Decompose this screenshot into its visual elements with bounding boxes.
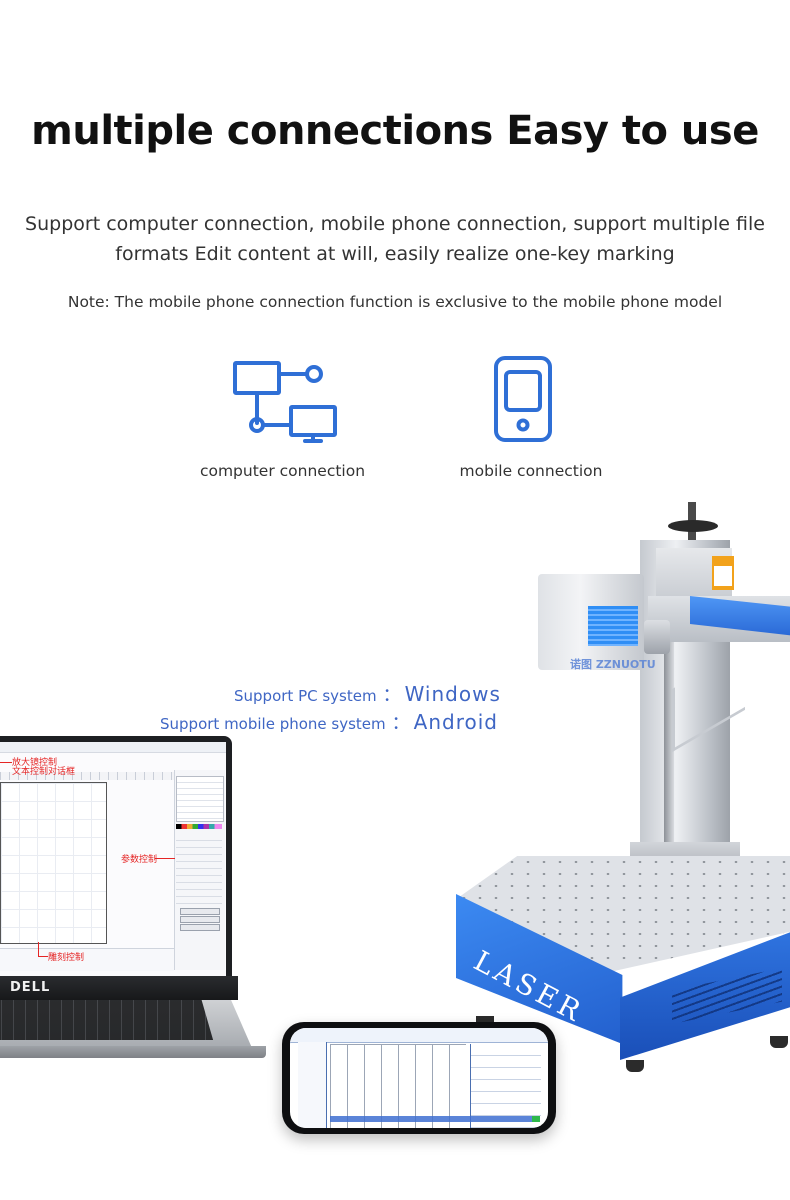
callout-pointer <box>38 942 39 956</box>
callout-parameters: 参数控制 <box>121 855 158 865</box>
field-lens <box>644 620 670 654</box>
mobile-connection-icon <box>494 356 552 442</box>
mobile-system-label: Support mobile phone system <box>160 715 386 733</box>
laptop-keyboard <box>0 1000 214 1040</box>
callout-engrave: 雕刻控制 <box>48 953 85 963</box>
note-text: Note: The mobile phone connection functi… <box>67 293 723 311</box>
brand-watermark: 诺图 ZZNUOTU <box>570 658 656 671</box>
software-layer-table <box>176 776 224 822</box>
callout-magnifier: 放大镜控制 <box>12 758 58 768</box>
mobile-connection-label: mobile connection <box>459 462 603 480</box>
computer-connection-icon <box>233 361 337 443</box>
software-parameter-form <box>176 834 222 904</box>
software-button <box>180 908 220 915</box>
height-adjust-knob <box>668 520 718 532</box>
laptop-screen: 放大镜控制 文本控制对话框 参数控制 雕刻控制 <box>0 742 226 976</box>
phone-app-grid <box>330 1044 466 1128</box>
laptop-front-edge <box>0 1046 266 1058</box>
phone-app-toolbar <box>290 1028 548 1043</box>
phone-app-progress-bar <box>330 1116 540 1122</box>
machine-foot <box>770 1036 788 1048</box>
page-headline: multiple connections Easy to use <box>31 108 759 154</box>
pc-system-label: Support PC system <box>234 687 377 705</box>
callout-pointer <box>155 858 175 859</box>
callout-pointer <box>0 762 12 763</box>
phone-app-settings <box>470 1044 541 1128</box>
laptop-hinge <box>0 976 238 1000</box>
software-bottom-bar <box>0 948 174 971</box>
callout-text-dialog: 文本控制对话框 <box>12 767 76 777</box>
software-color-swatches <box>176 824 222 829</box>
phone-app-status-indicator <box>532 1116 540 1122</box>
software-button <box>180 916 220 923</box>
pc-system-line: Support PC system ：Windows <box>234 681 501 707</box>
mobile-system-line: Support mobile phone system ：Android <box>160 709 498 735</box>
software-button <box>180 924 220 931</box>
software-canvas <box>0 782 107 944</box>
description-text: Support computer connection, mobile phon… <box>25 213 765 265</box>
warning-label-inner <box>714 566 732 586</box>
laptop-brand-logo: DELL <box>10 980 51 995</box>
pc-system-separator: ： <box>382 685 401 706</box>
computer-connection-label: computer connection <box>199 462 366 480</box>
machine-foot <box>626 1060 644 1072</box>
column-slot <box>664 550 674 860</box>
software-menu-bar <box>0 742 226 753</box>
mobile-system-value: Android <box>413 710 498 734</box>
software-ruler <box>0 772 175 780</box>
phone-screen <box>290 1028 548 1128</box>
phone-app-sidebar <box>298 1042 327 1128</box>
callout-pointer <box>38 956 48 957</box>
galvo-head-window <box>588 606 638 646</box>
pc-system-value: Windows <box>404 682 501 706</box>
mobile-system-separator: ： <box>391 713 410 734</box>
